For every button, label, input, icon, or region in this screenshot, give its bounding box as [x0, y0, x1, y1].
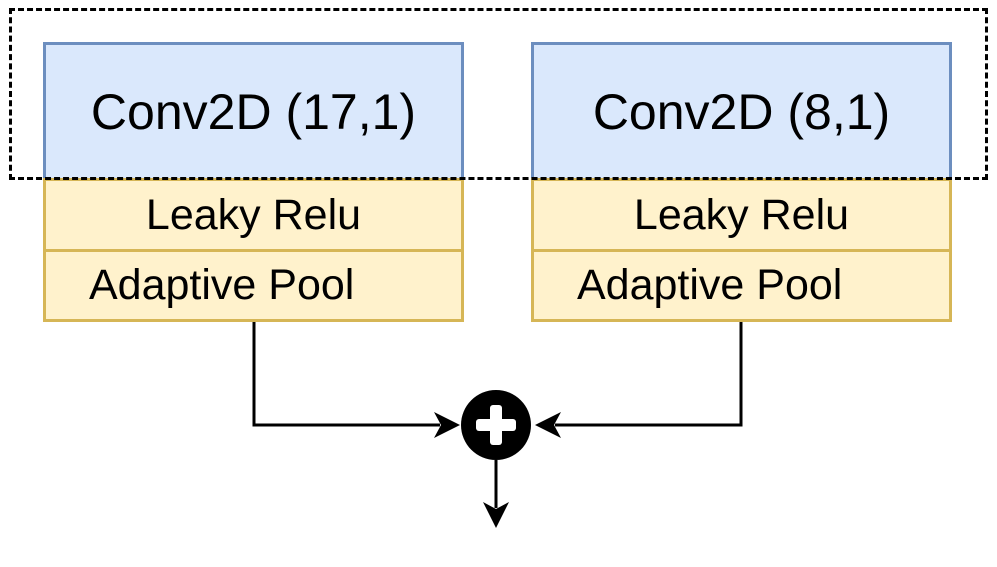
conv-block-right: Conv2D (8,1) — [531, 42, 952, 181]
pool-block-right: Adaptive Pool — [531, 249, 952, 322]
pool-label-right: Adaptive Pool — [577, 261, 843, 309]
pool-label-left: Adaptive Pool — [89, 261, 355, 309]
activation-label-left: Leaky Relu — [145, 190, 362, 239]
pool-block-left: Adaptive Pool — [43, 249, 464, 322]
output-arrowhead — [483, 502, 509, 528]
left-arrowhead — [434, 412, 460, 438]
plus-circle-icon — [461, 390, 531, 460]
conv-block-left: Conv2D (17,1) — [43, 42, 464, 181]
activation-label-right: Leaky Relu — [633, 190, 850, 239]
conv-label-left: Conv2D (17,1) — [90, 83, 417, 140]
left-branch-connector — [252, 322, 440, 427]
conv-group-dashed-frame — [9, 8, 988, 180]
conv-label-right: Conv2D (8,1) — [592, 83, 891, 140]
right-branch-connector — [555, 322, 743, 427]
right-arrowhead — [535, 412, 561, 438]
